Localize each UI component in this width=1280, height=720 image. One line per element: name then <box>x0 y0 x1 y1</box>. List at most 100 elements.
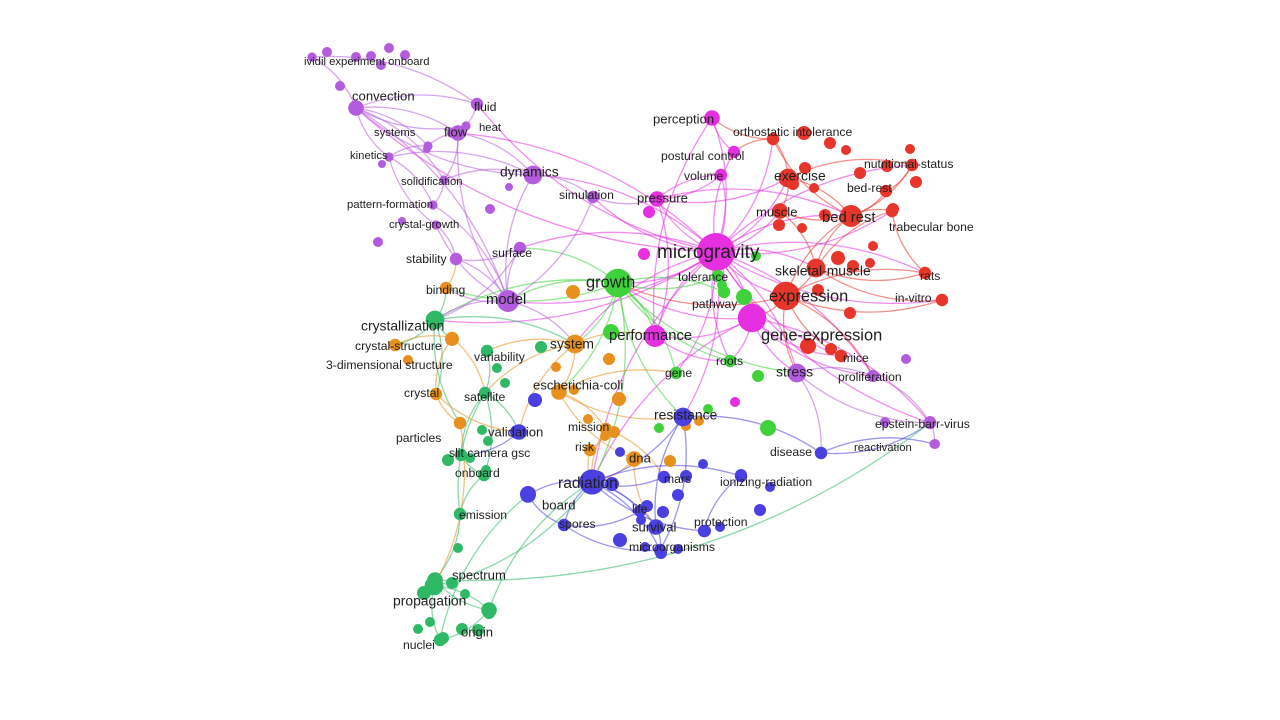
node-skeletal[interactable] <box>806 258 826 278</box>
node-microorganisms[interactable] <box>653 543 667 557</box>
minor-node[interactable] <box>640 542 650 552</box>
minor-node[interactable] <box>569 385 579 395</box>
node-simulation[interactable] <box>586 190 600 204</box>
node-propagation[interactable] <box>424 576 444 596</box>
node-invitro[interactable] <box>935 293 949 307</box>
minor-node[interactable] <box>528 393 542 407</box>
node-validation[interactable] <box>511 424 527 440</box>
minor-node[interactable] <box>378 160 386 168</box>
minor-node[interactable] <box>615 447 625 457</box>
minor-node[interactable] <box>477 425 487 435</box>
minor-node[interactable] <box>643 206 655 218</box>
minor-node[interactable] <box>797 223 807 233</box>
node-nutritional[interactable] <box>905 158 919 172</box>
node-spores[interactable] <box>557 518 571 532</box>
minor-node[interactable] <box>535 341 547 353</box>
minor-node[interactable] <box>868 241 878 251</box>
minor-node[interactable] <box>425 617 435 627</box>
node-crystalstructure[interactable] <box>388 338 402 352</box>
minor-node[interactable] <box>703 404 713 414</box>
minor-node[interactable] <box>483 436 493 446</box>
node-satellite[interactable] <box>478 386 492 400</box>
node-mars[interactable] <box>657 470 671 484</box>
minor-node[interactable] <box>736 289 752 305</box>
minor-node[interactable] <box>881 160 893 172</box>
minor-node[interactable] <box>844 307 856 319</box>
minor-node[interactable] <box>824 137 836 149</box>
node-dynamics[interactable] <box>523 165 543 185</box>
node-ecoli[interactable] <box>551 384 567 400</box>
node-orthostatic[interactable] <box>766 132 780 146</box>
node-pattern[interactable] <box>428 200 438 210</box>
node-pressure[interactable] <box>649 191 665 207</box>
node-risk[interactable] <box>583 443 597 457</box>
node-stress[interactable] <box>787 363 807 383</box>
node-board[interactable] <box>520 487 536 503</box>
minor-node[interactable] <box>799 162 811 174</box>
minor-node[interactable] <box>730 397 740 407</box>
node-postural[interactable] <box>727 145 741 159</box>
minor-node[interactable] <box>812 284 824 296</box>
minor-node[interactable] <box>373 237 383 247</box>
minor-node[interactable] <box>773 219 785 231</box>
minor-node[interactable] <box>841 145 851 155</box>
minor-node[interactable] <box>335 81 345 91</box>
node-onboard[interactable] <box>477 468 491 482</box>
minor-node[interactable] <box>752 370 764 382</box>
minor-node[interactable] <box>403 355 413 365</box>
node-crystallization[interactable] <box>425 310 445 330</box>
node-mice[interactable] <box>834 349 848 363</box>
minor-node[interactable] <box>800 338 816 354</box>
node-ebv[interactable] <box>923 416 937 430</box>
node-bedrest2[interactable] <box>879 184 893 198</box>
minor-node[interactable] <box>854 167 866 179</box>
minor-node[interactable] <box>654 423 664 433</box>
minor-node[interactable] <box>636 515 646 525</box>
minor-node[interactable] <box>465 453 475 463</box>
node-expression[interactable] <box>771 281 801 311</box>
node-nuclei[interactable] <box>433 633 447 647</box>
minor-node[interactable] <box>605 477 619 491</box>
node-surface[interactable] <box>513 241 527 255</box>
node-emission[interactable] <box>453 507 467 521</box>
node-resistance[interactable] <box>673 407 693 427</box>
minor-node[interactable] <box>603 324 619 340</box>
minor-node[interactable] <box>566 285 580 299</box>
node-flow[interactable] <box>450 125 466 141</box>
minor-node[interactable] <box>831 251 845 265</box>
minor-node[interactable] <box>760 420 776 436</box>
minor-node[interactable] <box>673 544 683 554</box>
node-threed[interactable] <box>445 331 459 345</box>
minor-node[interactable] <box>446 577 458 589</box>
node-particles[interactable] <box>453 416 467 430</box>
node-tolerance[interactable] <box>711 269 725 283</box>
minor-node[interactable] <box>398 217 406 225</box>
node-crystalgrowth[interactable] <box>431 220 441 230</box>
minor-node[interactable] <box>715 522 725 532</box>
minor-node[interactable] <box>460 589 470 599</box>
node-growth[interactable] <box>603 268 633 298</box>
node-ividil[interactable] <box>307 52 317 62</box>
minor-node[interactable] <box>603 353 615 365</box>
minor-node[interactable] <box>366 51 376 61</box>
minor-node[interactable] <box>754 504 766 516</box>
minor-node[interactable] <box>680 470 692 482</box>
node-rats[interactable] <box>918 266 932 280</box>
node-slit[interactable] <box>454 448 468 462</box>
node-reactivation[interactable] <box>929 439 939 449</box>
minor-node[interactable] <box>500 378 510 388</box>
node-exercise[interactable] <box>778 168 798 188</box>
minor-node[interactable] <box>613 533 627 547</box>
node-ionizing[interactable] <box>734 469 748 483</box>
minor-node[interactable] <box>453 543 463 553</box>
minor-node[interactable] <box>322 47 332 57</box>
minor-node[interactable] <box>485 204 495 214</box>
node-bedrest[interactable] <box>840 205 862 227</box>
minor-node[interactable] <box>657 506 669 518</box>
node-mission[interactable] <box>599 422 613 436</box>
minor-node[interactable] <box>351 52 361 62</box>
minor-node[interactable] <box>847 260 859 272</box>
minor-node[interactable] <box>664 455 676 467</box>
node-fluid[interactable] <box>470 97 484 111</box>
node-dna[interactable] <box>626 451 642 467</box>
